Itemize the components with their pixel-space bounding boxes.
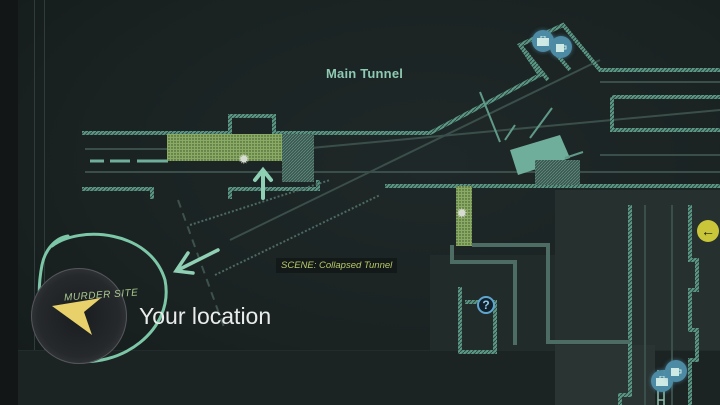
objective-icon[interactable]: ✹: [238, 151, 250, 167]
coffee-cup-icon[interactable]: [665, 360, 687, 382]
evidence-case-icon[interactable]: [532, 30, 554, 52]
map-edge: [0, 0, 18, 405]
help-icon[interactable]: ?: [477, 296, 495, 314]
map-border-line: [44, 0, 45, 405]
exit-arrow-icon[interactable]: ←: [697, 220, 719, 242]
player-location-marker[interactable]: [31, 268, 127, 364]
scene-label[interactable]: SCENE: Collapsed Tunnel: [276, 258, 398, 273]
objective-icon[interactable]: ✹: [456, 205, 468, 221]
coffee-cup-icon[interactable]: [550, 36, 572, 58]
map-border-line: [34, 0, 35, 405]
your-location-label: Your location: [139, 303, 272, 329]
area-label-main-tunnel: Main Tunnel: [326, 66, 404, 81]
